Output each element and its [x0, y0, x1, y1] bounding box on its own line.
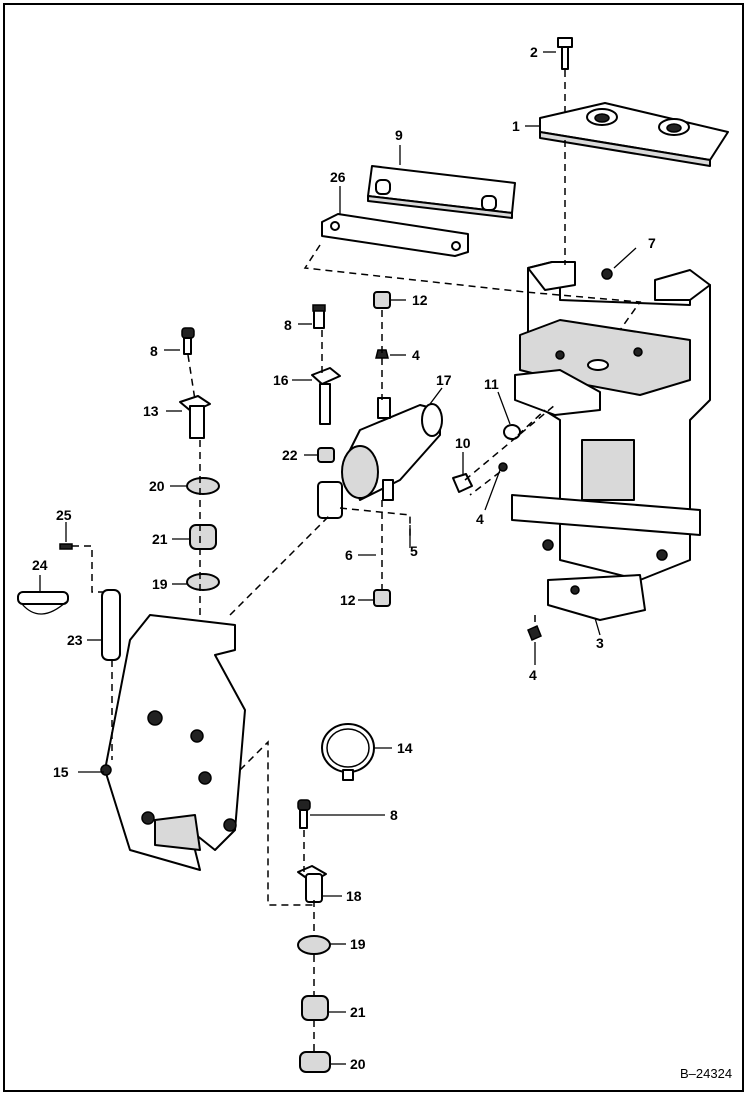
- part-4-fitting-mid: [498, 462, 508, 472]
- callout-19-bottom: 19: [350, 936, 366, 952]
- part-4-fitting-bottom: [527, 624, 542, 642]
- part-7-nut: [601, 268, 613, 280]
- part-12-bushing-bottom: [373, 589, 391, 607]
- callout-26: 26: [330, 169, 346, 185]
- part-20-bushing-bottom: [299, 1051, 331, 1073]
- part-lower-block: [317, 481, 343, 519]
- part-2-bolt: [557, 37, 573, 70]
- part-4-fitting-top: [375, 349, 389, 359]
- callout-25: 25: [56, 507, 72, 523]
- callout-20-bottom: 20: [350, 1056, 366, 1072]
- callout-20-left: 20: [149, 478, 165, 494]
- part-14-ring: [321, 723, 375, 781]
- callout-12-bottom: 12: [340, 592, 356, 608]
- part-19-bushing-left: [186, 573, 220, 591]
- assembly-lines: [72, 70, 642, 1052]
- part-22-bushing: [317, 447, 335, 463]
- callout-21-bottom: 21: [350, 1004, 366, 1020]
- callout-24: 24: [32, 557, 48, 573]
- part-16-pin-plate: [311, 304, 341, 425]
- callout-1: 1: [512, 118, 520, 134]
- leader-lines: [39, 51, 637, 1065]
- callout-12-top: 12: [412, 292, 428, 308]
- callout-17: 17: [436, 372, 452, 388]
- part-11-washer: [503, 424, 521, 440]
- callout-18: 18: [346, 888, 362, 904]
- part-17-valve-body: [341, 397, 443, 501]
- part-19-bushing-bottom: [297, 935, 331, 955]
- callout-16: 16: [273, 372, 289, 388]
- part-3-main-bracket: [511, 261, 711, 621]
- callout-21-left: 21: [152, 531, 168, 547]
- callout-15: 15: [53, 764, 69, 780]
- part-12-bushing-top: [373, 291, 391, 309]
- callout-22: 22: [282, 447, 298, 463]
- callout-7: 7: [648, 235, 656, 251]
- callout-4-top: 4: [412, 347, 420, 363]
- callout-4-mid: 4: [476, 511, 484, 527]
- callout-23: 23: [67, 632, 83, 648]
- part-20-bushing-left: [186, 477, 220, 495]
- part-18-pin: [297, 865, 327, 903]
- callout-8-mid: 8: [284, 317, 292, 333]
- part-9-stud-plate: [367, 165, 516, 219]
- part-21-bushing-left: [189, 524, 217, 550]
- callout-3: 3: [596, 635, 604, 651]
- callout-9: 9: [395, 127, 403, 143]
- callout-14: 14: [397, 740, 413, 756]
- part-1-top-plate: [539, 102, 729, 167]
- callout-4-bottom: 4: [529, 667, 537, 683]
- callout-8-left: 8: [150, 343, 158, 359]
- callout-2: 2: [530, 44, 538, 60]
- callout-8-bottom: 8: [390, 807, 398, 823]
- callout-10: 10: [455, 435, 471, 451]
- callout-11: 11: [484, 376, 499, 392]
- part-8-bolt-bottom: [297, 799, 311, 829]
- figure-reference: B–24324: [680, 1066, 732, 1081]
- callout-19-left: 19: [152, 576, 168, 592]
- diagram-frame: [3, 3, 744, 1092]
- part-25-pin: [59, 543, 73, 550]
- callout-labels: 2 1 9 26 7 12 8 8 4 16 17 11 13 10 22 20…: [32, 44, 656, 1072]
- part-8-bolt-left: [181, 327, 195, 355]
- callout-5: 5: [410, 543, 418, 559]
- part-24-pin-clip: [17, 591, 69, 615]
- part-26-gasket: [321, 213, 469, 257]
- callout-13: 13: [143, 403, 159, 419]
- callout-6: 6: [345, 547, 353, 563]
- part-15-swing-frame: [100, 614, 246, 871]
- part-13-pin: [179, 395, 211, 439]
- part-21-bushing-bottom: [301, 995, 329, 1021]
- part-23-pin: [101, 589, 121, 661]
